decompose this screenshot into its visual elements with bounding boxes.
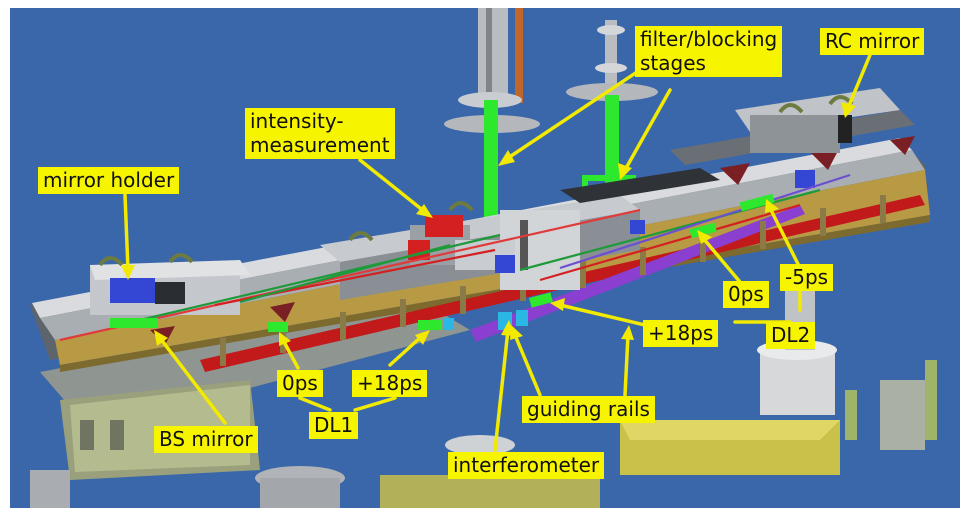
label-dl2: DL2 xyxy=(766,322,816,349)
label-minus-5ps: -5ps xyxy=(780,264,834,291)
label-interferometer: interferometer xyxy=(448,452,605,479)
annotation-arrows xyxy=(121,53,872,452)
label-plus-18ps-dl2: +18ps xyxy=(643,320,719,347)
label-plus-18ps-dl1: +18ps xyxy=(352,370,428,397)
upper-mounts xyxy=(90,88,915,315)
label-bs-mirror: BS mirror xyxy=(154,426,258,453)
label-filter-blocking-line2: stages xyxy=(640,51,706,75)
green-optics xyxy=(110,193,775,332)
label-intensity-line1: intensity- xyxy=(250,109,344,133)
label-filter-blocking-stages: filter/blocking stages xyxy=(635,26,783,77)
label-dl1: DL1 xyxy=(309,412,359,439)
label-rc-mirror: RC mirror xyxy=(820,28,925,55)
label-guiding-rails: guiding rails xyxy=(522,396,655,423)
label-0ps-dl2: 0ps xyxy=(723,281,769,308)
label-intensity-measurement: intensity- measurement xyxy=(245,108,395,159)
label-filter-blocking-line1: filter/blocking xyxy=(640,27,778,51)
label-mirror-holder: mirror holder xyxy=(38,167,180,194)
label-intensity-line2: measurement xyxy=(250,133,390,157)
label-0ps-dl1: 0ps xyxy=(277,370,323,397)
top-support-columns xyxy=(444,8,658,133)
